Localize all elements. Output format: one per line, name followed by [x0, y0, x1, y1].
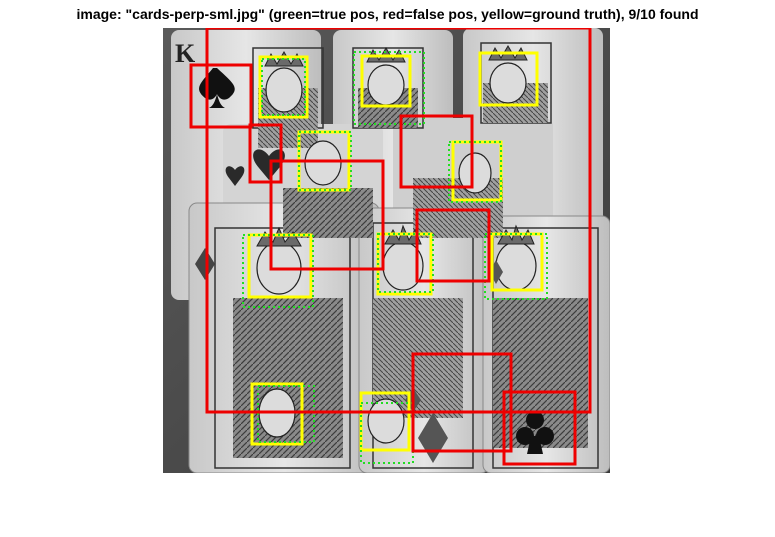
- true-positive-box: [448, 141, 502, 203]
- true-positive-box: [261, 58, 306, 116]
- ground-truth-box: [478, 51, 539, 107]
- ground-truth-box: [250, 382, 304, 446]
- heart-icon: [253, 149, 285, 180]
- false-positive-box: [411, 352, 513, 453]
- detection-image: K: [163, 26, 611, 474]
- true-positive-box: [377, 233, 434, 293]
- false-positive-box: [502, 390, 577, 466]
- cards-photo: K: [163, 26, 611, 474]
- false-positive-boxes: [189, 26, 592, 466]
- false-positive-box: [205, 26, 592, 414]
- club-icon: [516, 411, 554, 454]
- false-positive-box: [269, 159, 385, 271]
- true-positive-box: [484, 233, 548, 300]
- true-positive-box: [242, 234, 314, 308]
- ground-truth-box: [258, 55, 309, 119]
- false-positive-box: [399, 114, 474, 189]
- card-faces: [256, 62, 537, 444]
- diamond-icon: [195, 248, 215, 280]
- ground-truth-box: [360, 54, 412, 108]
- false-positive-box: [189, 63, 253, 129]
- figure-title: image: "cards-perp-sml.jpg" (green=true …: [76, 6, 699, 22]
- card-corner-letter: K: [175, 39, 196, 68]
- true-positive-box: [353, 51, 425, 125]
- heart-small-icon: [225, 166, 245, 186]
- true-positive-box: [257, 385, 315, 443]
- false-positive-box: [415, 208, 491, 283]
- false-positive-box: [248, 123, 283, 184]
